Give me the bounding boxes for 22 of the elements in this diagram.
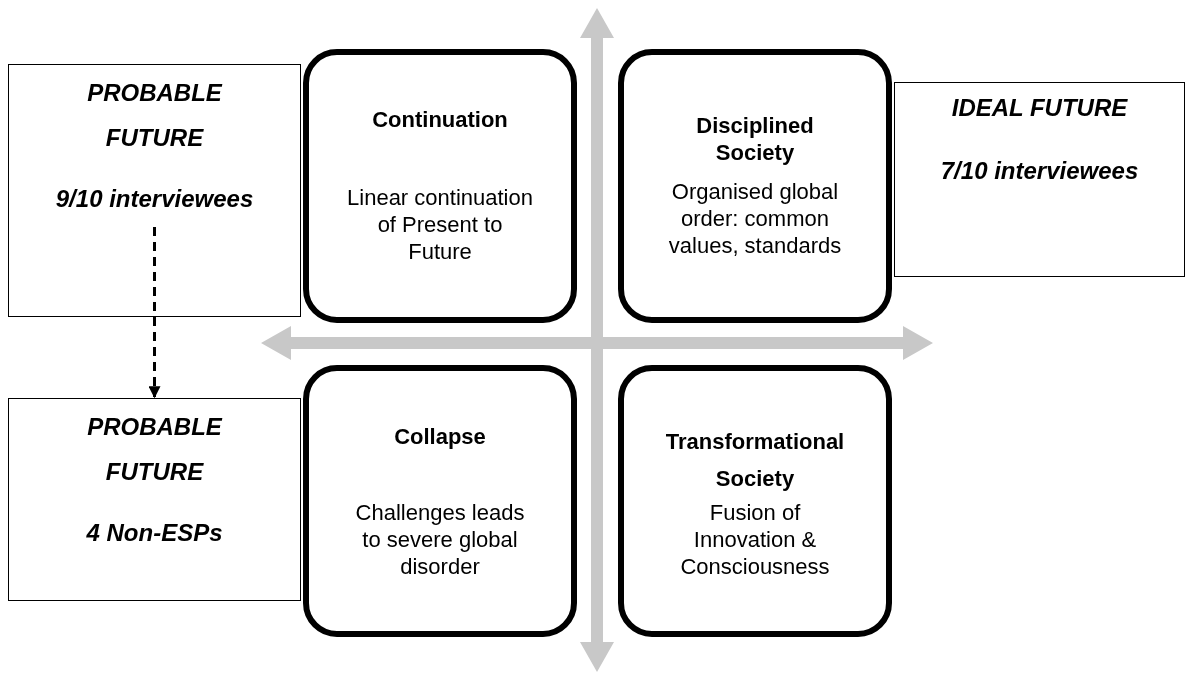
- box-heading: PROBABLE FUTURE: [86, 78, 224, 153]
- note-box: [8, 398, 301, 601]
- box-text: Challenges leads to severe global disorder: [354, 499, 526, 580]
- box-heading: IDEAL FUTURE: [950, 93, 1129, 123]
- scenario-box: [618, 49, 892, 323]
- box-text: Linear continuation of Present to Future: [346, 184, 534, 265]
- box-text: Fusion of Innovation & Consciousness: [679, 499, 831, 580]
- box-heading: Transformational Society: [664, 428, 846, 493]
- box-text: 9/10 interviewees: [54, 184, 255, 214]
- box-heading: Disciplined Society: [695, 112, 815, 166]
- scenario-box: [618, 365, 892, 637]
- scenario-box: [303, 365, 577, 637]
- note-box: [8, 64, 301, 317]
- box-text: Organised global order: common values, standards: [667, 178, 843, 259]
- box-heading: Collapse: [393, 423, 487, 450]
- scenario-box: [303, 49, 577, 323]
- box-heading: Continuation: [371, 106, 509, 133]
- box-text: 7/10 interviewees: [939, 156, 1140, 186]
- note-box: [894, 82, 1185, 277]
- box-heading: PROBABLE FUTURE: [86, 412, 224, 487]
- dashed-arrow: [148, 227, 161, 399]
- box-text: 4 Non-ESPs: [85, 518, 224, 548]
